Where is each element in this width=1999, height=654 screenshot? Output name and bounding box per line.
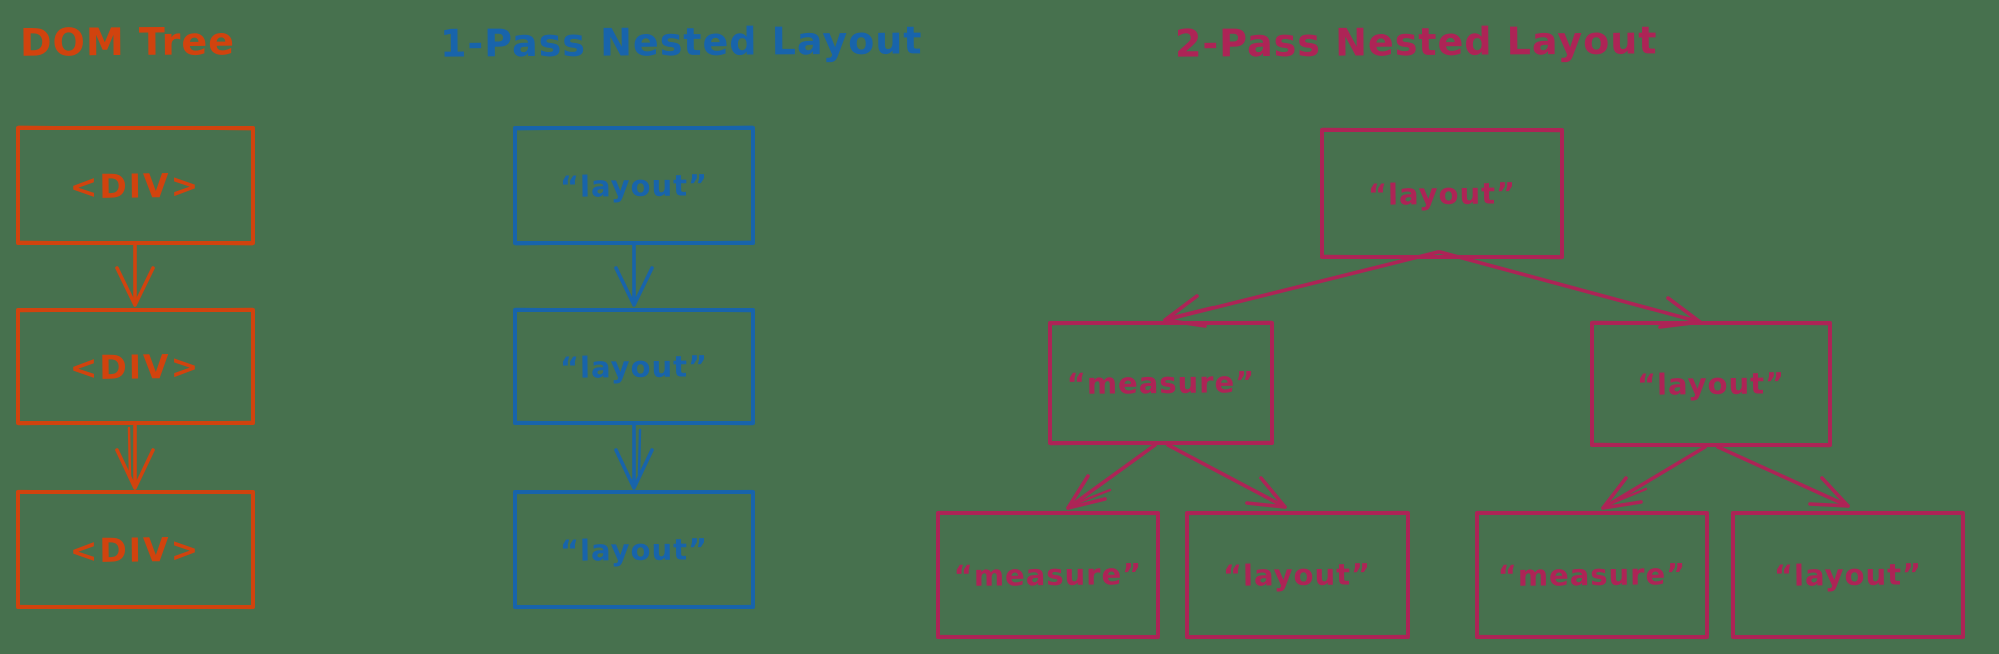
one-pass-title: 1-Pass Nested Layout (439, 18, 923, 66)
one-pass-node-label-3: “layout” (559, 532, 709, 568)
two-pass-figure (936, 127, 1965, 640)
two-pass-arrow-layout-left (1601, 445, 1707, 510)
dom-node-label-3: <DIV> (69, 529, 201, 571)
two-pass-root-label: “layout” (1367, 176, 1517, 212)
dom-box-3 (16, 489, 255, 610)
two-pass-leaf-box-2 (1185, 510, 1410, 640)
two-pass-middle-label-2: “layout” (1636, 366, 1786, 402)
two-pass-measure-box (1048, 320, 1274, 446)
dom-tree-title: DOM Tree (19, 19, 236, 65)
two-pass-arrow-layout-right (1716, 445, 1850, 508)
dom-tree-figure (16, 125, 255, 610)
two-pass-middle-label-1: “measure” (1066, 365, 1256, 401)
two-pass-arrow-root-left (1163, 250, 1440, 328)
two-pass-leaf-label-3: “measure” (1497, 557, 1687, 593)
two-pass-leaf-box-4 (1731, 510, 1965, 640)
one-pass-arrow-1 (614, 241, 654, 307)
one-pass-box-3 (513, 489, 755, 610)
one-pass-arrow-2 (614, 421, 654, 490)
two-pass-leaf-label-4: “layout” (1773, 557, 1923, 593)
one-pass-figure (513, 125, 755, 610)
two-pass-leaf-label-2: “layout” (1222, 557, 1372, 593)
dom-arrow-1 (115, 241, 155, 307)
two-pass-root-box (1320, 127, 1564, 260)
two-pass-arrow-measure-right (1166, 443, 1287, 509)
two-pass-title: 2-Pass Nested Layout (1174, 18, 1658, 66)
one-pass-node-label-1: “layout” (559, 168, 709, 204)
two-pass-arrow-root-right (1438, 250, 1702, 329)
two-pass-layout-box (1590, 320, 1832, 448)
two-pass-leaf-label-1: “measure” (953, 557, 1143, 593)
two-pass-leaf-box-3 (1475, 510, 1709, 640)
dom-arrow-2 (115, 421, 155, 490)
two-pass-arrow-measure-left (1066, 443, 1157, 510)
dom-node-label-2: <DIV> (69, 346, 201, 388)
two-pass-leaf-box-1 (936, 510, 1160, 640)
dom-node-label-1: <DIV> (69, 165, 201, 207)
one-pass-node-label-2: “layout” (559, 349, 709, 385)
